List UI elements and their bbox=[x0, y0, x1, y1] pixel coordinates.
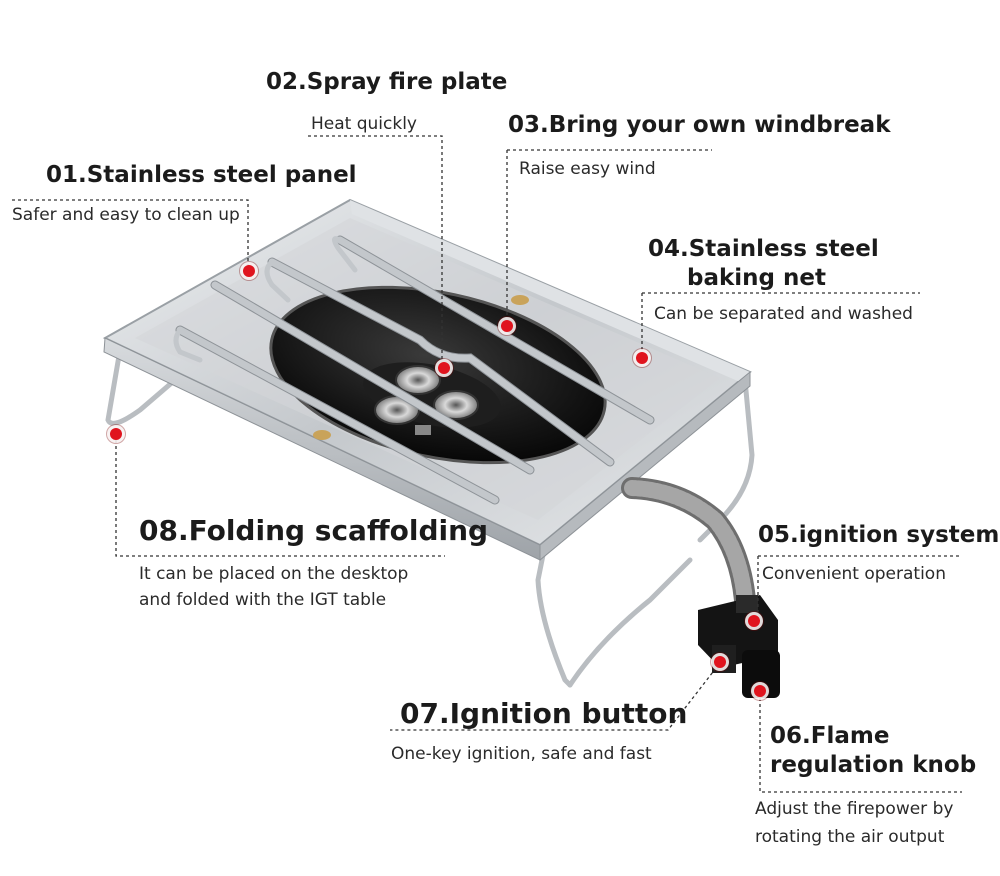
feature-02-title: 02.Spray fire plate bbox=[266, 69, 508, 95]
marker-07-dot bbox=[714, 656, 726, 668]
feature-05-desc: Convenient operation bbox=[762, 564, 946, 584]
stainless-steel-baking-net bbox=[173, 235, 655, 505]
leader-line-04 bbox=[641, 292, 920, 352]
marker-05-dot bbox=[748, 615, 760, 627]
marker-01-dot bbox=[243, 265, 255, 277]
leader-line-06 bbox=[759, 692, 962, 793]
feature-08-desc-line2: and folded with the IGT table bbox=[139, 590, 387, 610]
leader-line-05 bbox=[757, 555, 960, 618]
feature-08-title: 08.Folding scaffolding bbox=[139, 514, 489, 547]
feature-01-title: 01.Stainless steel panel bbox=[46, 162, 357, 188]
feature-07-title: 07.Ignition button bbox=[400, 697, 688, 730]
feature-08-desc-line1: It can be placed on the desktop bbox=[139, 564, 409, 584]
marker-08-dot bbox=[110, 428, 122, 440]
feature-06-desc-line2: rotating the air output bbox=[755, 827, 945, 847]
gas-hose bbox=[621, 477, 756, 611]
feature-06-title-line2: regulation knob bbox=[770, 752, 977, 778]
feature-04-desc: Can be separated and washed bbox=[654, 304, 913, 324]
feature-01-desc: Safer and easy to clean up bbox=[12, 205, 240, 225]
marker-02-dot bbox=[438, 362, 450, 374]
feature-04-title-line1: 04.Stainless steel bbox=[648, 236, 879, 262]
feature-03-desc: Raise easy wind bbox=[519, 159, 656, 179]
feature-04-title-line2: baking net bbox=[687, 265, 826, 291]
marker-04-dot bbox=[636, 352, 648, 364]
leader-line-03 bbox=[506, 149, 712, 320]
leader-line-07 bbox=[390, 667, 717, 731]
feature-03-title: 03.Bring your own windbreak bbox=[508, 112, 891, 138]
burner-heads bbox=[374, 365, 479, 435]
marker-06-dot bbox=[754, 685, 766, 697]
leader-line-02 bbox=[308, 135, 443, 362]
leader-line-01 bbox=[12, 199, 249, 266]
leader-line-08 bbox=[115, 440, 445, 557]
feature-06-desc-line1: Adjust the firepower by bbox=[755, 799, 954, 819]
marker-03-dot bbox=[501, 320, 513, 332]
feature-05-title: 05.ignition system bbox=[758, 522, 1000, 548]
feature-02-desc: Heat quickly bbox=[311, 114, 417, 134]
feature-07-desc: One-key ignition, safe and fast bbox=[391, 744, 652, 764]
feature-06-title-line1: 06.Flame bbox=[770, 723, 890, 749]
